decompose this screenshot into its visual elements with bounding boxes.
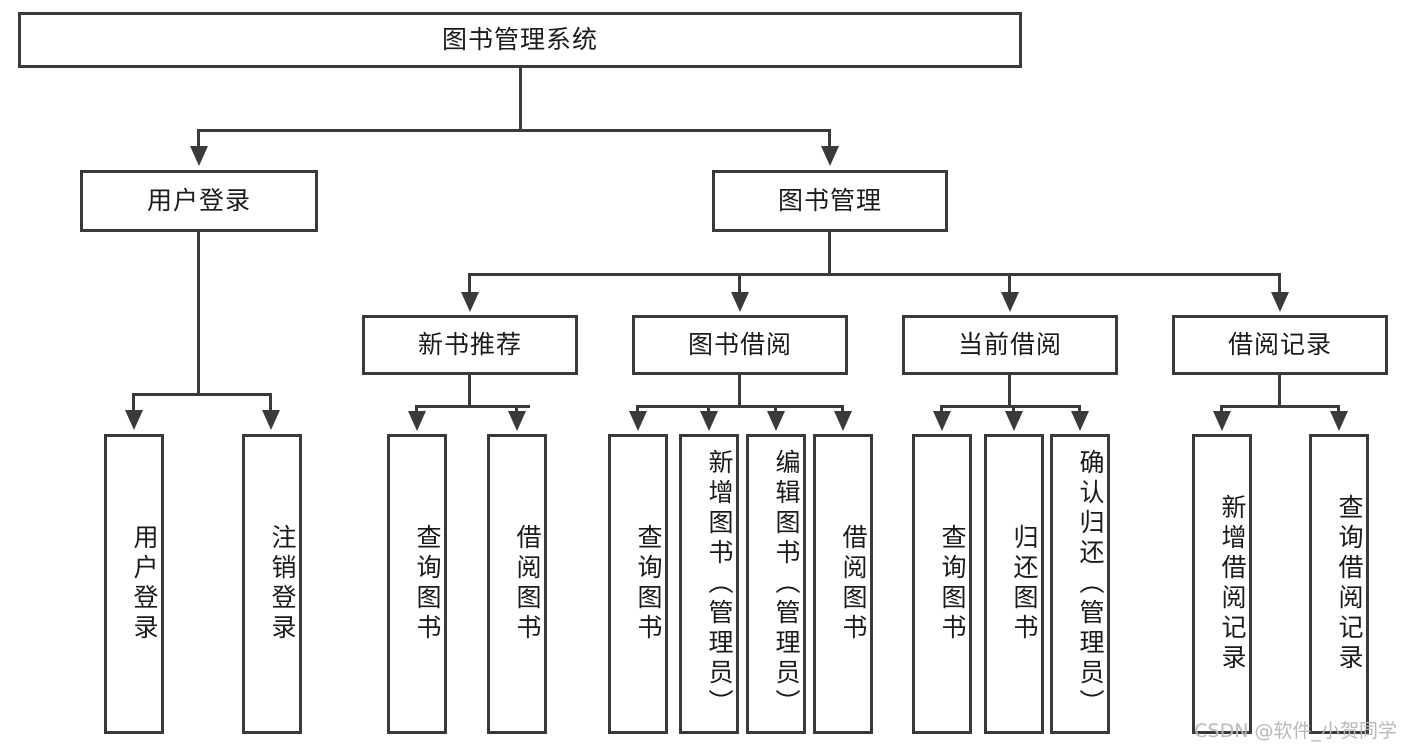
connector-cb-stem: [1008, 375, 1011, 407]
arrow-to-book-management: [821, 146, 839, 166]
node-label: 图书管理: [777, 186, 882, 216]
arrow-to-book-borrow: [731, 292, 749, 312]
node-book-borrow[interactable]: 图书借阅: [632, 315, 848, 375]
watermark-text: CSDN @软件_小贺同学: [1194, 720, 1397, 742]
connector-cb-drop-1: [1012, 405, 1015, 412]
node-label: 归还图书: [1010, 524, 1039, 644]
node-label: 当前借阅: [957, 330, 1062, 360]
node-label: 确认归还（管理员）: [1076, 449, 1105, 719]
node-label: 新书推荐: [417, 330, 522, 360]
node-label: 新增借阅记录: [1218, 494, 1247, 674]
node-leaf-confirm-return[interactable]: 确认归还（管理员）: [1050, 434, 1110, 734]
node-label: 借阅图书: [839, 524, 868, 644]
node-label: 图书管理系统: [441, 25, 598, 55]
node-label: 用户登录: [130, 524, 159, 644]
connector-user-login-drop-0: [132, 393, 135, 411]
connector-br-drop-0: [1220, 405, 1223, 412]
arrow-to-leaf-add-book-admin: [700, 411, 718, 431]
node-leaf-query-book-1[interactable]: 查询图书: [387, 434, 447, 734]
connector-root-drop-right: [828, 129, 831, 148]
connector-cb-bus: [940, 405, 1081, 408]
connector-bb-drop-2: [774, 405, 777, 412]
connector-user-login-drop-1: [269, 393, 272, 411]
node-leaf-borrow-book-2[interactable]: 借阅图书: [813, 434, 873, 734]
arrow-to-leaf-query-book-1: [408, 411, 426, 431]
connector-root-bus: [197, 129, 831, 132]
connector-bb-drop-0: [636, 405, 639, 412]
connector-book-management-bus: [468, 273, 1280, 276]
connector-bb-stem: [738, 375, 741, 407]
node-label: 图书借阅: [687, 330, 792, 360]
connector-user-login-bus: [132, 393, 271, 396]
node-current-borrow[interactable]: 当前借阅: [902, 315, 1118, 375]
connector-book-management-stem: [828, 232, 831, 274]
arrow-to-leaf-borrow-book-2: [834, 411, 852, 431]
connector-user-login-stem: [197, 232, 200, 395]
arrow-to-leaf-borrow-book-1: [508, 411, 526, 431]
connector-nbr-bus: [415, 405, 530, 408]
arrow-to-leaf-return-book: [1005, 411, 1023, 431]
arrow-to-leaf-edit-book-admin: [767, 411, 785, 431]
connector-bb-bus: [636, 405, 844, 408]
arrow-to-leaf-query-record: [1330, 411, 1348, 431]
node-leaf-add-record[interactable]: 新增借阅记录: [1192, 434, 1252, 734]
arrow-to-current-borrow: [1001, 292, 1019, 312]
node-book-management-system[interactable]: 图书管理系统: [18, 12, 1022, 68]
node-label: 借阅记录: [1227, 330, 1332, 360]
connector-bm-drop-2: [1008, 273, 1011, 293]
node-label: 查询图书: [413, 524, 442, 644]
connector-root-drop-left: [197, 129, 200, 148]
node-label: 查询图书: [938, 524, 967, 644]
arrow-to-new-book-recommend: [461, 292, 479, 312]
node-label: 编辑图书（管理员）: [772, 449, 801, 719]
node-new-book-recommend[interactable]: 新书推荐: [362, 315, 578, 375]
node-borrow-records[interactable]: 借阅记录: [1172, 315, 1388, 375]
connector-cb-drop-0: [940, 405, 943, 412]
arrow-to-leaf-query-book-3: [933, 411, 951, 431]
connector-br-drop-1: [1337, 405, 1340, 412]
node-leaf-borrow-book-1[interactable]: 借阅图书: [487, 434, 547, 734]
node-leaf-edit-book-admin[interactable]: 编辑图书（管理员）: [746, 434, 806, 734]
arrow-to-leaf-confirm-return: [1071, 411, 1089, 431]
node-label: 查询借阅记录: [1335, 494, 1364, 674]
connector-bb-drop-3: [841, 405, 844, 412]
node-leaf-logout[interactable]: 注销登录: [242, 434, 302, 734]
arrow-to-leaf-user-login: [125, 410, 143, 430]
node-book-management[interactable]: 图书管理: [712, 170, 948, 232]
connector-cb-drop-2: [1078, 405, 1081, 412]
connector-bm-drop-3: [1278, 273, 1281, 293]
node-leaf-user-login[interactable]: 用户登录: [104, 434, 164, 734]
connector-root-stem: [519, 68, 522, 130]
arrow-to-borrow-records: [1271, 292, 1289, 312]
connector-bm-drop-0: [468, 273, 471, 293]
connector-br-bus: [1220, 405, 1340, 408]
arrow-to-leaf-add-record: [1213, 411, 1231, 431]
arrow-to-leaf-logout: [262, 410, 280, 430]
connector-bm-drop-1: [738, 273, 741, 293]
arrow-to-user-login: [190, 146, 208, 166]
arrow-to-leaf-query-book-2: [629, 411, 647, 431]
connector-bb-drop-1: [707, 405, 710, 412]
node-leaf-return-book[interactable]: 归还图书: [984, 434, 1044, 734]
node-label: 用户登录: [146, 186, 251, 216]
connector-nbr-stem: [468, 375, 471, 407]
node-label: 新增图书（管理员）: [705, 449, 734, 719]
node-label: 借阅图书: [513, 524, 542, 644]
node-leaf-query-book-2[interactable]: 查询图书: [608, 434, 668, 734]
node-label: 注销登录: [268, 524, 297, 644]
node-user-login[interactable]: 用户登录: [80, 170, 318, 232]
connector-nbr-drop-1: [515, 405, 518, 412]
connector-br-stem: [1278, 375, 1281, 407]
node-leaf-query-record[interactable]: 查询借阅记录: [1309, 434, 1369, 734]
node-leaf-query-book-3[interactable]: 查询图书: [912, 434, 972, 734]
connector-nbr-drop-0: [415, 405, 418, 412]
node-label: 查询图书: [634, 524, 663, 644]
node-leaf-add-book-admin[interactable]: 新增图书（管理员）: [679, 434, 739, 734]
